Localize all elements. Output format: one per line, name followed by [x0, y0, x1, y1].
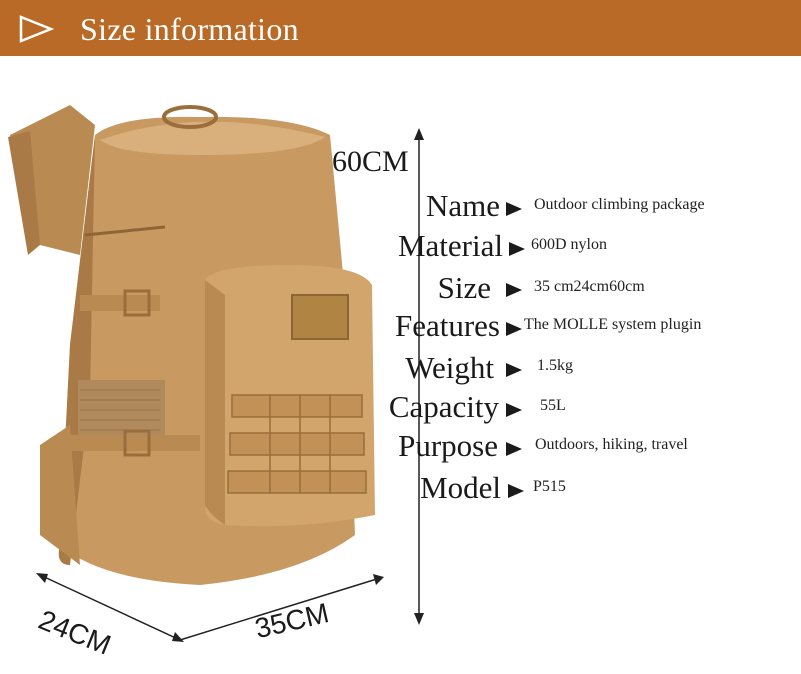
triangle-right-icon: [506, 363, 522, 377]
spec-value-name: Outdoor climbing package: [534, 196, 705, 213]
spec-row-material: Material: [0, 228, 503, 268]
triangle-right-icon: [508, 484, 524, 498]
spec-row-model: Model: [0, 470, 501, 510]
triangle-right-icon: [506, 202, 522, 216]
spec-key: Size: [437, 270, 491, 305]
spec-key: Model: [420, 470, 501, 505]
spec-value-weight: 1.5kg: [537, 357, 573, 374]
spec-row-purpose: Purpose: [0, 428, 498, 468]
spec-key: Name: [425, 188, 500, 223]
spec-value-material: 600D nylon: [531, 236, 607, 253]
triangle-right-icon: [506, 283, 522, 297]
triangle-right-icon: [506, 322, 522, 336]
triangle-right-icon: [509, 242, 525, 256]
spec-key: Material: [397, 228, 503, 263]
spec-value-model: P515: [533, 478, 566, 495]
triangle-right-icon: [506, 403, 522, 417]
spec-value-features: The MOLLE system plugin: [524, 316, 702, 333]
spec-value-capacity: 55L: [540, 397, 566, 414]
spec-row-size: Size: [0, 270, 491, 310]
triangle-right-icon: [506, 442, 522, 456]
spec-row-capacity: Capacity: [0, 389, 499, 429]
play-outline-icon: [19, 15, 54, 43]
spec-key: Capacity: [388, 389, 499, 424]
banner-title: Size information: [80, 11, 299, 47]
spec-row-features: Features: [0, 308, 500, 348]
spec-value-purpose: Outdoors, hiking, travel: [535, 436, 688, 453]
height-label: 60CM: [332, 145, 409, 178]
backpack-image: [8, 105, 375, 586]
spec-key: Features: [394, 308, 500, 343]
spec-value-size: 35 cm24cm60cm: [534, 278, 645, 295]
header-banner: Size information: [0, 0, 801, 56]
spec-key: Purpose: [398, 428, 498, 463]
spec-row-weight: Weight: [0, 350, 494, 390]
spec-row-name: Name: [0, 188, 500, 228]
spec-key: Weight: [405, 350, 494, 385]
